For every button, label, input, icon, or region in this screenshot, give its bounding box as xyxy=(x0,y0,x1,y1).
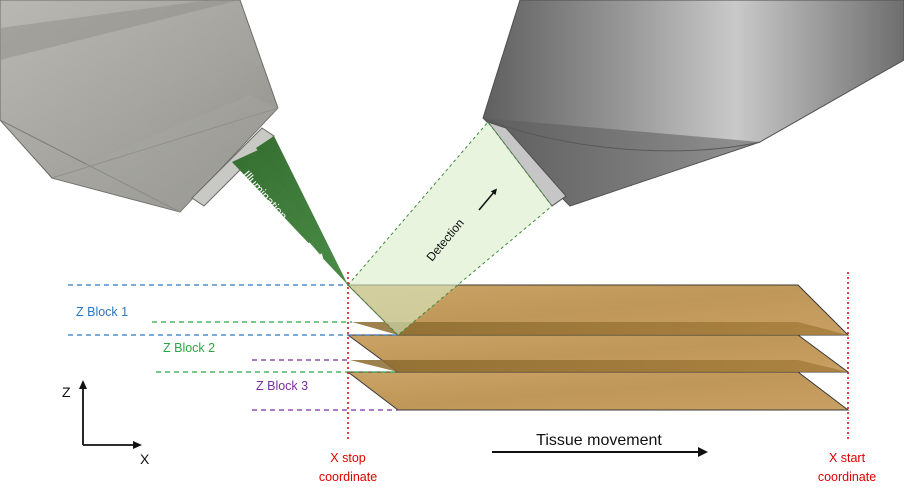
z-block-3-label: Z Block 3 xyxy=(256,379,308,393)
axis-indicator xyxy=(79,380,142,449)
tissue-movement-arrow xyxy=(492,447,708,457)
detection-objective xyxy=(482,0,904,207)
detection-arrow xyxy=(478,188,497,211)
illumination-beam xyxy=(256,136,348,286)
x-stop-label-line2: coordinate xyxy=(319,470,377,484)
x-start-label-line2: coordinate xyxy=(818,470,876,484)
tissue-slab-3 xyxy=(346,371,850,411)
tissue-movement-label: Tissue movement xyxy=(536,432,662,449)
tissue-slab-1 xyxy=(346,284,850,336)
tissue-slab-2 xyxy=(346,334,850,373)
illumination-arrow xyxy=(308,242,324,260)
axis-z-label: Z xyxy=(62,384,71,400)
detection-cone xyxy=(347,121,553,336)
illumination-objective xyxy=(0,0,279,213)
axis-x-label: X xyxy=(140,451,150,467)
z-block-1-label: Z Block 1 xyxy=(76,305,128,319)
z-block-2-label: Z Block 2 xyxy=(163,341,215,355)
z-block-lines xyxy=(68,284,398,411)
x-start-label-line1: X start xyxy=(829,451,866,465)
x-stop-label-line1: X stop xyxy=(330,451,365,465)
